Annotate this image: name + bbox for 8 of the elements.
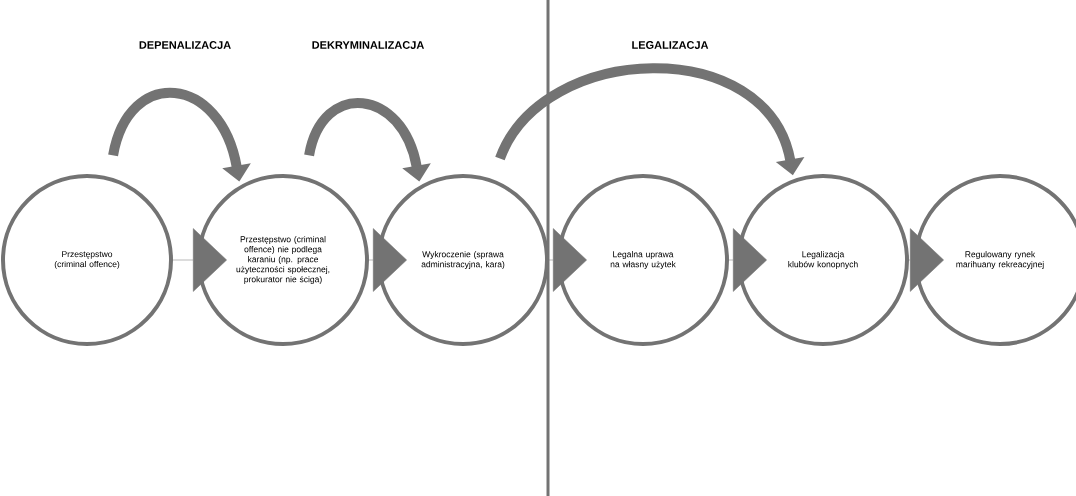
chevron-arrow: [368, 228, 407, 292]
chevron-arrow: [548, 228, 587, 292]
chevron-arrow: [908, 228, 944, 292]
stage-heading: DEPENALIZACJA: [139, 41, 231, 49]
stage-heading: DEKRYMINALIZACJA: [312, 41, 425, 49]
chevron-arrow: [728, 228, 767, 292]
stage-heading: LEGALIZACJA: [632, 41, 709, 49]
chevron-arrow: [172, 228, 227, 292]
